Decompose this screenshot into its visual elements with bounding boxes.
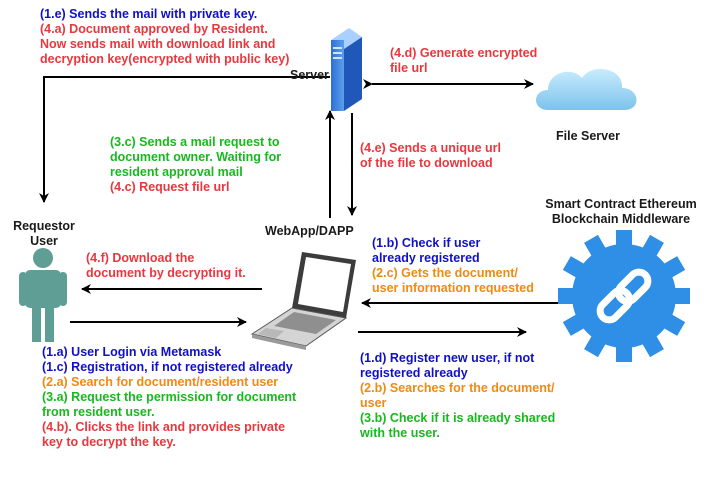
requestor-label-line: User xyxy=(30,234,58,248)
annotation-line: (4.f) Download the xyxy=(86,251,195,265)
annotation-top-left: (1.e) Sends the mail with private key.(4… xyxy=(40,7,289,67)
annotation-line: document owner. Waiting for xyxy=(110,150,282,164)
annotation-line: (2.b) Searches for the document/ xyxy=(360,381,555,395)
annotation-line: user information requested xyxy=(372,281,534,295)
annotation-line: (4.c) Request file url xyxy=(110,180,230,194)
annotation-line: (4.d) Generate encrypted xyxy=(390,46,538,60)
annotation-line: key to decrypt the key. xyxy=(42,435,176,449)
annotation-line: registered already xyxy=(360,366,468,380)
annotation-line: (1.a) User Login via Metamask xyxy=(42,345,222,359)
annotation-line: document by decrypting it. xyxy=(86,266,246,280)
requestor-label-line: Requestor xyxy=(13,219,75,233)
requestor-label: Requestor User xyxy=(8,219,80,249)
file-server-label: File Server xyxy=(556,129,620,143)
smart-contract-label-line: Smart Contract Ethereum xyxy=(545,197,697,211)
gear-chain-icon xyxy=(558,230,690,362)
webapp-label: WebApp/DAPP xyxy=(265,224,354,238)
annotation-line: Now sends mail with download link and xyxy=(40,37,276,51)
cloud-icon xyxy=(536,68,637,110)
annotation-line: (3.a) Request the permission for documen… xyxy=(42,390,297,404)
user-icon xyxy=(19,248,67,342)
annotation-line: with the user. xyxy=(360,426,440,440)
annotation-line: (1.e) Sends the mail with private key. xyxy=(40,7,258,21)
annotation-line: (1.c) Registration, if not registered al… xyxy=(42,360,293,374)
annotation-line: already registered xyxy=(372,251,480,265)
annotation-line: (1.b) Check if user xyxy=(372,236,481,250)
laptop-icon xyxy=(250,252,356,350)
annotation-line: (3.b) Check if it is already shared xyxy=(360,411,556,425)
annotation-line: (1.d) Register new user, if not xyxy=(360,351,535,365)
annotation-line: (2.a) Search for document/resident user xyxy=(42,375,279,389)
annotation-line: of the file to download xyxy=(360,156,493,170)
server-icon xyxy=(331,28,362,111)
annotation-line: (4.b). Clicks the link and provides priv… xyxy=(42,420,286,434)
arrow-server-to-requestor xyxy=(39,76,330,203)
annotation-line: (3.c) Sends a mail request to xyxy=(110,135,280,149)
server-label: Server xyxy=(290,68,329,82)
annotation-line: user xyxy=(360,396,387,410)
annotation-line: (2.c) Gets the document/ xyxy=(372,266,518,280)
annotation-line: from resident user. xyxy=(42,405,155,419)
annotation-line: (4.e) Sends a unique url xyxy=(360,141,501,155)
smart-contract-label-line: Blockchain Middleware xyxy=(551,212,691,226)
annotation-line: file url xyxy=(390,61,428,75)
annotation-line: (4.a) Document approved by Resident. xyxy=(40,22,268,36)
annotation-line: resident approval mail xyxy=(110,165,243,179)
annotation-line: decryption key(encrypted with public key… xyxy=(40,52,290,66)
smart-contract-label: Smart Contract Ethereum Blockchain Middl… xyxy=(532,197,710,227)
annotation-user-actions: (1.a) User Login via Metamask(1.c) Regis… xyxy=(42,345,296,450)
